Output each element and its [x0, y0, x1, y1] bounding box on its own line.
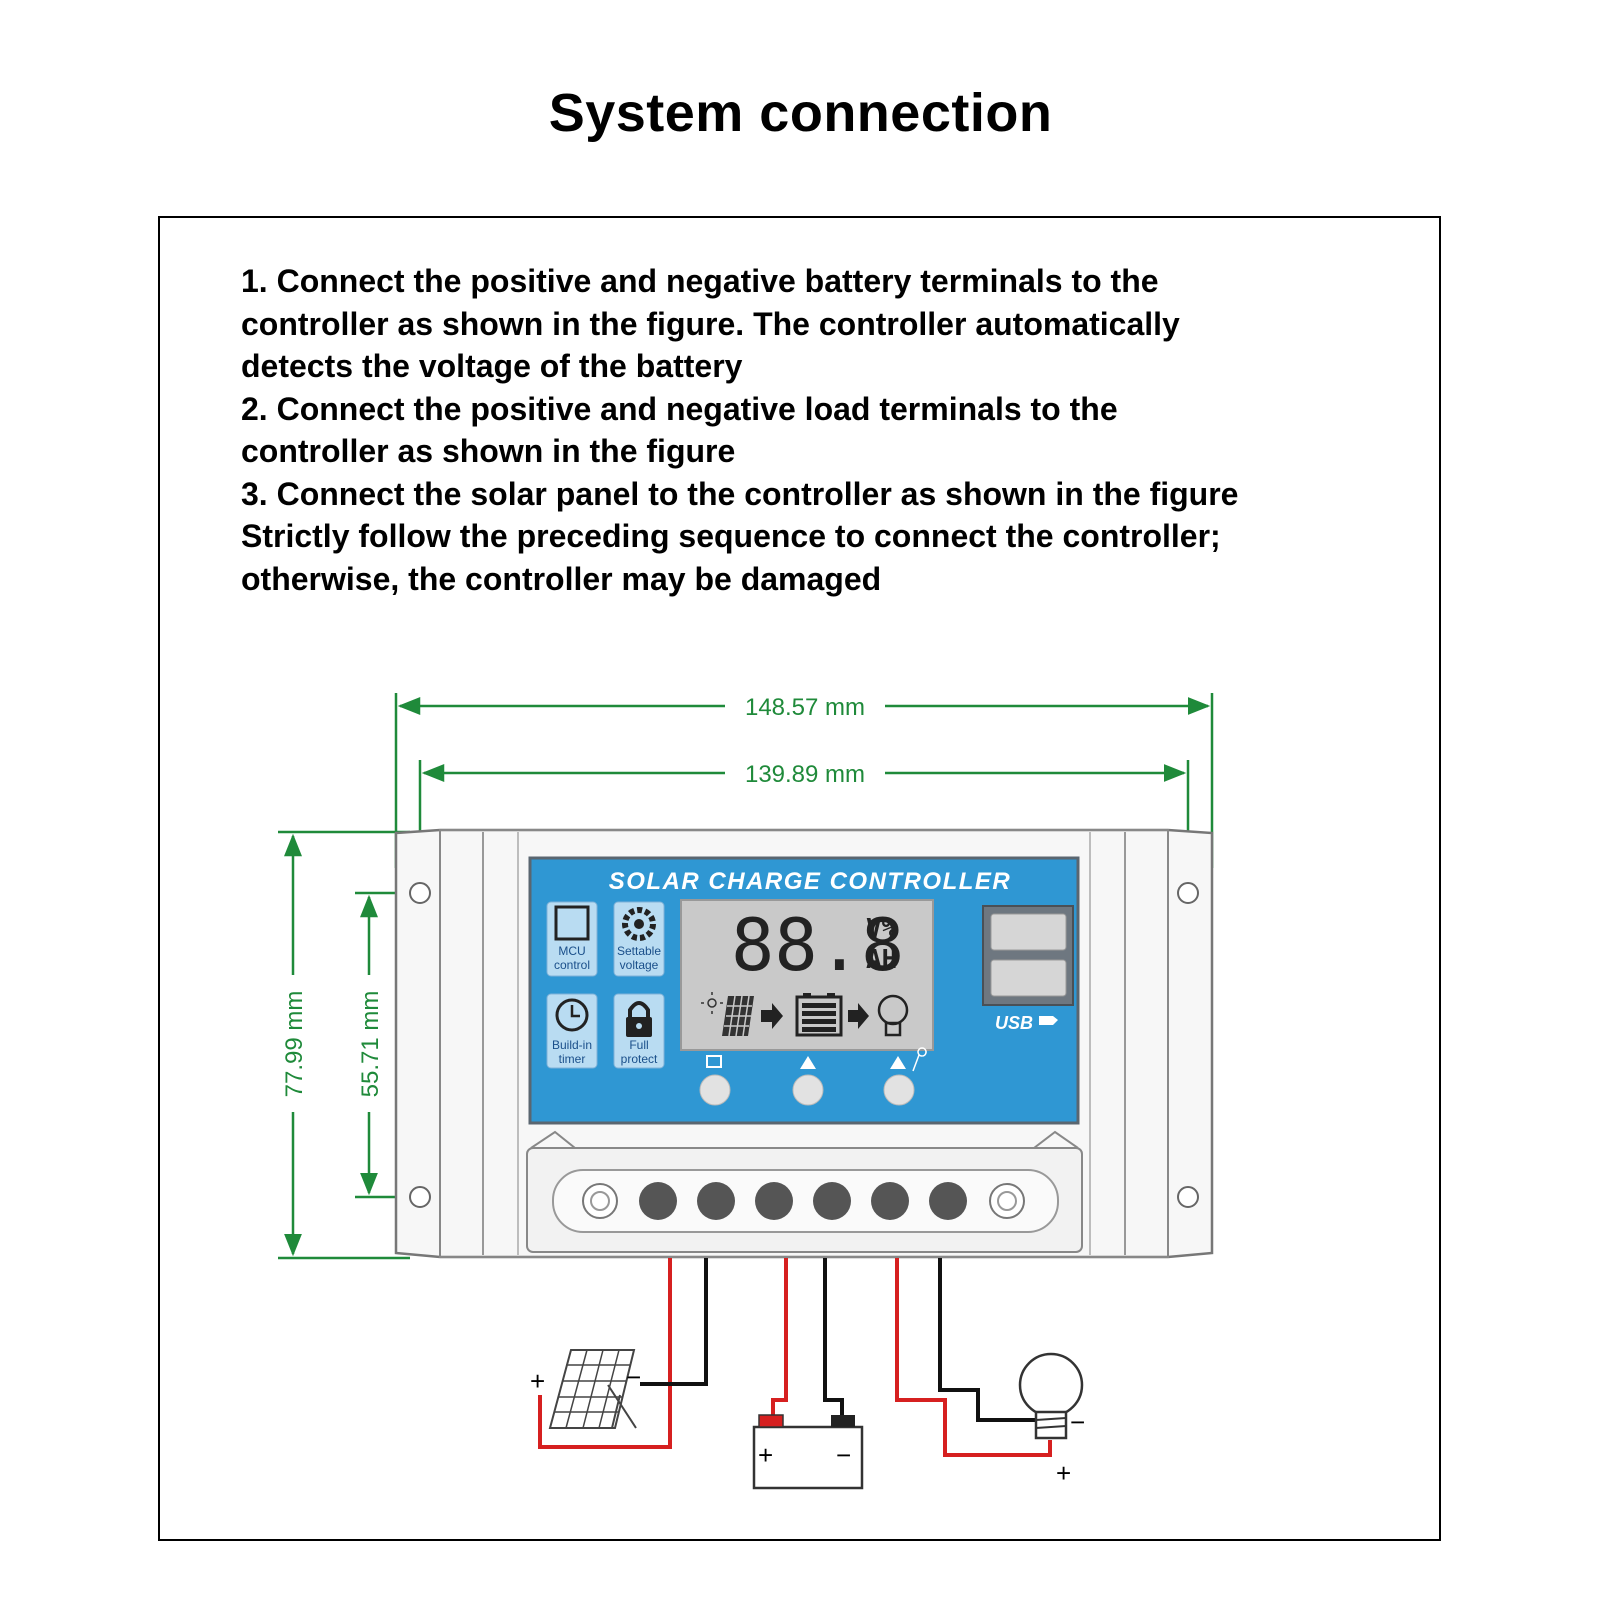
- chip-icon: [554, 905, 590, 941]
- mounting-hole: [409, 1186, 431, 1208]
- dimension-overall-width-label: 148.57 mm: [745, 694, 865, 721]
- content-frame: [158, 216, 1441, 1541]
- instructions: 1. Connect the positive and negative bat…: [241, 260, 1391, 600]
- solar-panel: [548, 1349, 637, 1429]
- mounting-hole: [1177, 1186, 1199, 1208]
- feature-label: timer: [559, 1052, 586, 1066]
- menu-icon: [706, 1055, 722, 1068]
- arrow-icon: [761, 1003, 783, 1029]
- arrow-icon: [848, 1003, 869, 1029]
- lcd-screen: 88.8 V% AH: [680, 899, 934, 1051]
- battery: [752, 1414, 864, 1490]
- terminal-row: [582, 1182, 1025, 1220]
- instruction-line: otherwise, the controller may be damaged: [241, 560, 882, 597]
- instruction-line: detects the voltage of the battery: [241, 348, 743, 384]
- solar-minus-sign: −: [626, 1362, 641, 1392]
- up-button[interactable]: [883, 1047, 927, 1106]
- battery-icon: [795, 993, 843, 1037]
- lcd-unit-top: V%: [866, 914, 898, 944]
- instruction-line: 2. Connect the positive and negative loa…: [241, 390, 1118, 427]
- instruction-line: 1. Connect the positive and negative bat…: [241, 263, 1159, 299]
- mounting-hole: [1177, 882, 1199, 904]
- instruction-line: controller as shown in the figure. The c…: [241, 305, 1180, 342]
- terminal-screw: [813, 1182, 851, 1220]
- feature-label: Build-in: [552, 1038, 592, 1052]
- terminal-screw: [755, 1182, 793, 1220]
- instruction-line: controller as shown in the figure: [241, 433, 736, 469]
- mounting-hole: [409, 882, 431, 904]
- light-bulb: [1018, 1352, 1084, 1440]
- clock-icon: [555, 998, 589, 1032]
- solar-wiring: [538, 1258, 708, 1449]
- panel-title: SOLAR CHARGE CONTROLLER: [609, 868, 1012, 895]
- battery-wiring: [771, 1258, 844, 1415]
- terminal-screw: [697, 1182, 735, 1220]
- terminal-screw: [639, 1182, 677, 1220]
- page-title: System connection: [548, 83, 1053, 143]
- gear-icon: [622, 907, 656, 941]
- sun-icon: [701, 992, 723, 1014]
- solar-plus-sign: +: [530, 1366, 545, 1396]
- feature-label: protect: [621, 1052, 658, 1066]
- battery-minus-sign: −: [836, 1440, 851, 1470]
- feature-mcu: MCU control: [546, 901, 598, 977]
- feature-label: voltage: [620, 958, 659, 972]
- dimension-overall-height: [278, 830, 410, 1260]
- load-minus-sign: −: [1070, 1407, 1085, 1437]
- feature-label: Settable: [617, 944, 661, 958]
- lcd-digits: 88.8: [731, 903, 904, 987]
- menu-button[interactable]: [699, 1055, 731, 1106]
- feature-label: Full: [629, 1038, 648, 1052]
- feature-label: control: [554, 958, 590, 972]
- feature-label: MCU: [558, 944, 585, 958]
- battery-plus-sign: +: [758, 1440, 773, 1470]
- load-plus-sign: +: [1056, 1458, 1071, 1488]
- terminal-screw-empty: [989, 1183, 1025, 1219]
- instruction-line: Strictly follow the preceding sequence t…: [241, 518, 1221, 554]
- terminal-screw-empty: [582, 1183, 618, 1219]
- dimension-overall-height-label: 77.99 mm: [281, 991, 308, 1098]
- dimension-hole-width-label: 139.89 mm: [745, 761, 865, 788]
- triangle-icon: [890, 1056, 906, 1069]
- instruction-line: 3. Connect the solar panel to the contro…: [241, 475, 1239, 512]
- feature-settable-voltage: Settable voltage: [613, 901, 665, 977]
- usb-label: USB: [995, 1013, 1033, 1033]
- solar-panel-icon: [722, 995, 754, 1037]
- dimension-hole-height-label: 55.71 mm: [357, 991, 384, 1098]
- usb-port: [982, 905, 1074, 1006]
- triangle-icon: [800, 1056, 816, 1069]
- down-button[interactable]: [792, 1056, 824, 1106]
- usb-icon: [1039, 1016, 1058, 1025]
- lcd-unit-bottom: AH: [866, 945, 897, 975]
- feature-protect: Full protect: [613, 993, 665, 1069]
- terminal-screw: [929, 1182, 967, 1220]
- terminal-screw: [871, 1182, 909, 1220]
- bulb-icon: [877, 994, 909, 1037]
- feature-timer: Build-in timer: [546, 993, 598, 1069]
- lock-icon: [626, 1001, 652, 1037]
- load-wiring: [895, 1258, 1052, 1457]
